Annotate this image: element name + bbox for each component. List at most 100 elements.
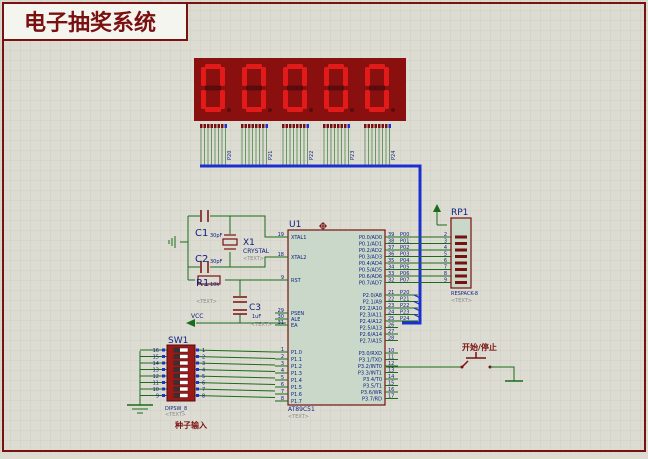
bus-entry xyxy=(413,294,421,299)
mcu-pin-name: P3.1/TXD xyxy=(359,358,382,364)
mcu-pin-name: P3.6/WR xyxy=(361,390,383,396)
mcu-pin-name: P0.3/AD3 xyxy=(359,255,382,261)
dip-left-pin-number: 14 xyxy=(153,361,159,367)
display-pin xyxy=(374,124,377,128)
dip-left-pin-number: 11 xyxy=(153,381,159,387)
segment-a xyxy=(205,64,221,69)
dip-right-pin-number: 8 xyxy=(202,394,205,400)
display-pin xyxy=(282,124,285,128)
c1-ref: C1 xyxy=(195,228,208,239)
c1-value: 30pF xyxy=(210,233,223,239)
display-pin xyxy=(241,124,244,128)
dip-right-pin-number: 6 xyxy=(202,381,205,387)
mcu-pin-number: 12 xyxy=(388,361,394,367)
dip-right-wire xyxy=(194,382,276,385)
display-pin xyxy=(340,124,343,128)
dip-right-pin-number: 4 xyxy=(202,368,205,374)
decimal-point xyxy=(309,108,313,112)
dip-switch[interactable] xyxy=(166,344,196,402)
dip-right-pin-number: 5 xyxy=(202,374,205,380)
rp1-pin-number: 8 xyxy=(444,271,447,277)
display-pin xyxy=(347,124,350,128)
mcu-pin-name: P2.1/A9 xyxy=(363,300,382,306)
mcu-pin-number: 3 xyxy=(281,361,284,367)
display-pin xyxy=(255,124,258,128)
display-pin xyxy=(217,124,220,128)
decimal-point xyxy=(391,108,395,112)
mcu-pin-number: 38 xyxy=(388,239,394,245)
ground-symbol-osc xyxy=(168,236,176,248)
display-pin xyxy=(306,124,309,128)
mcu-pin-name: P2.4/A12 xyxy=(360,319,382,325)
display-digit xyxy=(283,64,313,112)
segment-f xyxy=(324,67,329,86)
mcu-pin-number: 28 xyxy=(388,336,394,342)
mcu-chip[interactable] xyxy=(287,229,386,406)
rp1-pin-number: 7 xyxy=(444,265,447,271)
mcu-pin-name: P0.6/AD6 xyxy=(359,274,382,280)
mcu-pin-name: P1.7 xyxy=(291,399,302,405)
mcu-pin-name: EA xyxy=(291,323,298,329)
mcu-ref: U1 xyxy=(289,220,301,230)
mcu-pin-number: 31 xyxy=(278,320,284,326)
display-pin xyxy=(203,124,206,128)
mcu-pin-name: P1.5 xyxy=(291,385,302,391)
mcu-pin-name: P3.2/INT0 xyxy=(358,364,382,370)
display-pin xyxy=(381,124,384,128)
dip-right-pin-number: 7 xyxy=(202,387,205,393)
r1-text: <TEXT> xyxy=(196,299,217,305)
mcu-pin-name: P2.5/A13 xyxy=(360,326,382,332)
dip-right-pin-number: 1 xyxy=(202,348,205,354)
mcu-pin-number: 6 xyxy=(281,382,284,388)
mcu-pin-number: 34 xyxy=(388,265,394,271)
dip-right-wire xyxy=(194,349,276,353)
mcu-pin-name: P3.0/RXD xyxy=(359,351,383,357)
mcu-pin-number: 23 xyxy=(388,303,394,309)
mcu-pin-number: 16 xyxy=(388,387,394,393)
display-digit xyxy=(324,64,354,112)
rp1-resistor xyxy=(455,261,467,265)
display-pin xyxy=(289,124,292,128)
display-pin xyxy=(333,124,336,128)
mcu-pin-name: P0.5/AD5 xyxy=(359,268,382,274)
bus-entry xyxy=(413,307,421,312)
display-pin xyxy=(296,124,299,128)
start-stop-button[interactable] xyxy=(386,352,523,382)
mcu-pin-name: P1.4 xyxy=(291,378,302,384)
decimal-point xyxy=(350,108,354,112)
x1-ref: X1 xyxy=(243,238,255,248)
display-pin xyxy=(244,124,247,128)
segment-a xyxy=(328,64,344,69)
mcu-pin-number: 2 xyxy=(281,354,284,360)
mcu-pin-name: P0.0/AD0 xyxy=(359,235,382,241)
display-pin xyxy=(299,124,302,128)
seed-input-label: 种子输入 xyxy=(174,420,207,430)
dip-right-pin-number: 3 xyxy=(202,361,205,367)
segment-f xyxy=(242,67,247,86)
net-label: P21 xyxy=(400,297,409,303)
display-pin xyxy=(344,124,347,128)
segment-g xyxy=(328,85,344,91)
dip-left-pin-number: 10 xyxy=(153,387,159,393)
mcu-pin-name: RST xyxy=(291,278,302,284)
dip-right-wire xyxy=(194,375,276,379)
mcu-pin-name: P2.2/A10 xyxy=(360,306,382,312)
mcu-pin-name: P2.3/A11 xyxy=(360,313,382,319)
mcu-pin-number: 25 xyxy=(388,316,394,322)
display-pin xyxy=(251,124,254,128)
mcu-pin-number: 36 xyxy=(388,252,394,258)
dip-pin-marker xyxy=(162,387,165,391)
mcu-pin-name: P3.7/RD xyxy=(362,397,382,403)
mcu-pin-number: 39 xyxy=(388,232,394,238)
net-label: P02 xyxy=(400,245,409,251)
dip-pin-marker xyxy=(196,381,199,384)
rp1-resistor xyxy=(455,248,467,252)
vcc-label: VCC xyxy=(191,313,203,320)
net-label: P03 xyxy=(400,252,409,258)
display-pin xyxy=(323,124,326,128)
dip-lever-knob xyxy=(174,367,180,372)
display-digit xyxy=(201,64,231,112)
display-pin xyxy=(330,124,333,128)
